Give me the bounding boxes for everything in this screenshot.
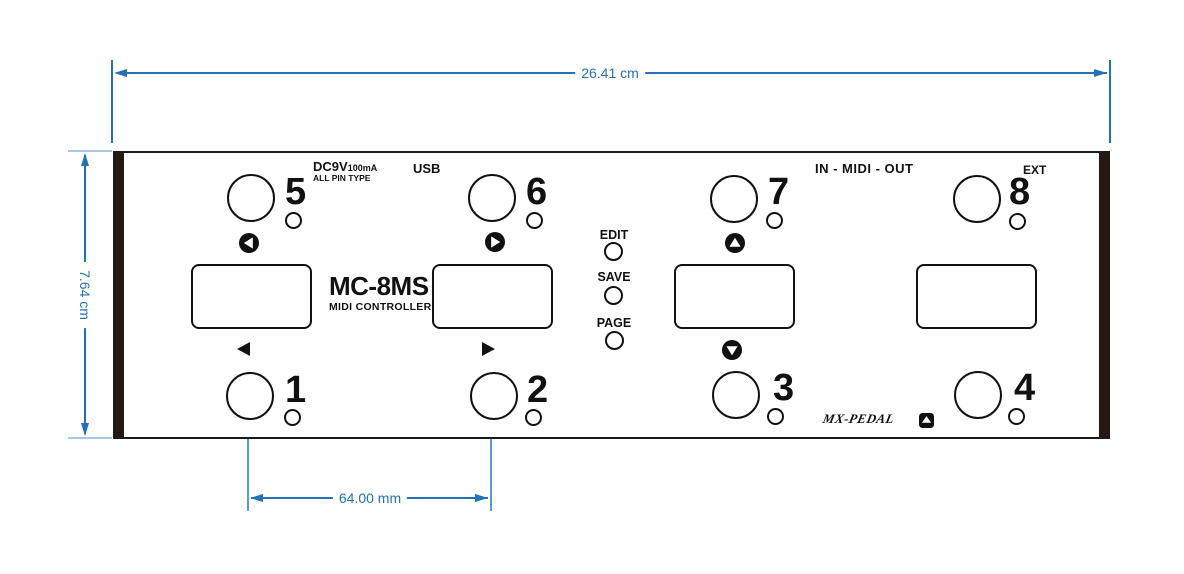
- triangle-right-icon: [482, 342, 495, 356]
- power-label: DC9V100mA ALL PIN TYPE: [313, 159, 377, 183]
- footswitch-8: [953, 175, 1001, 223]
- ext-label: EXT: [1023, 163, 1047, 177]
- dim-height-tick-bottom: [68, 437, 112, 439]
- power-voltage-label: DC9V: [313, 159, 348, 174]
- power-current-label: 100mA: [347, 163, 378, 173]
- display-4: [916, 264, 1037, 329]
- nav-right-circle-icon: [485, 232, 505, 252]
- dim-spacing-label: 64.00 mm: [332, 490, 408, 506]
- eject-icon: [919, 413, 934, 428]
- footswitch-4-number: 4: [1014, 367, 1036, 409]
- footswitch-3-number: 3: [773, 367, 795, 409]
- display-2: [432, 264, 553, 329]
- dim-width-arrow-right-icon: [1094, 69, 1107, 77]
- dim-height-arrow-top-icon: [81, 153, 89, 166]
- nav-down-circle-icon: [722, 340, 742, 360]
- footswitch-2-number: 2: [527, 369, 549, 411]
- save-button-hole: [604, 286, 623, 305]
- footswitch-5-number: 5: [285, 171, 307, 213]
- brand-logo: MX-PEDAL: [821, 411, 896, 426]
- dim-height-arrow-bottom-icon: [81, 423, 89, 436]
- page-button-label: PAGE: [596, 316, 632, 330]
- dim-height-tick-top: [68, 150, 112, 152]
- footswitch-1-number: 1: [285, 369, 307, 411]
- dim-spacing-ext-right: [490, 395, 492, 511]
- footswitch-4-led: [1008, 408, 1025, 425]
- save-button-label: SAVE: [597, 270, 631, 284]
- display-1: [191, 264, 312, 329]
- midi-label: IN - MIDI - OUT: [815, 161, 914, 176]
- footswitch-7-led: [766, 212, 783, 229]
- display-3: [674, 264, 795, 329]
- dim-width-ext-left: [111, 60, 113, 143]
- usb-label: USB: [413, 161, 441, 176]
- edit-button-hole: [604, 242, 623, 261]
- footswitch-5-led: [285, 212, 302, 229]
- dim-spacing-ext-left: [247, 395, 249, 511]
- dim-spacing-arrow-right-icon: [475, 494, 488, 502]
- footswitch-6: [468, 174, 516, 222]
- footswitch-3-led: [767, 408, 784, 425]
- footswitch-7: [710, 175, 758, 223]
- model-title: MC-8MS: [329, 271, 429, 301]
- footswitch-7-number: 7: [768, 171, 790, 213]
- footswitch-1: [226, 372, 274, 420]
- dim-height-label: 7.64 cm: [77, 262, 93, 328]
- footswitch-3: [712, 371, 760, 419]
- footswitch-6-number: 6: [526, 171, 548, 213]
- model-subtitle: MIDI CONTROLLER: [329, 301, 432, 313]
- page-button-hole: [605, 331, 624, 350]
- side-cap-right: [1099, 153, 1108, 437]
- faceplate: DC9V100mA ALL PIN TYPE USB IN - MIDI - O…: [113, 151, 1110, 439]
- footswitch-5: [227, 174, 275, 222]
- footswitch-4: [954, 371, 1002, 419]
- side-cap-left: [115, 153, 124, 437]
- dim-width-arrow-left-icon: [114, 69, 127, 77]
- footswitch-2: [470, 372, 518, 420]
- footswitch-6-led: [526, 212, 543, 229]
- dim-spacing-arrow-left-icon: [250, 494, 263, 502]
- footswitch-2-led: [525, 409, 542, 426]
- nav-up-circle-icon: [725, 233, 745, 253]
- dim-width-ext-right: [1109, 60, 1111, 143]
- dim-width-label: 26.41 cm: [575, 65, 645, 81]
- footswitch-8-led: [1009, 213, 1026, 230]
- nav-left-circle-icon: [239, 233, 259, 253]
- edit-button-label: EDIT: [599, 228, 629, 242]
- power-note-label: ALL PIN TYPE: [313, 173, 371, 183]
- panel-branding: MC-8MS MIDI CONTROLLER: [329, 271, 432, 313]
- footswitch-8-number: 8: [1009, 171, 1031, 213]
- triangle-left-icon: [237, 342, 250, 356]
- footswitch-1-led: [284, 409, 301, 426]
